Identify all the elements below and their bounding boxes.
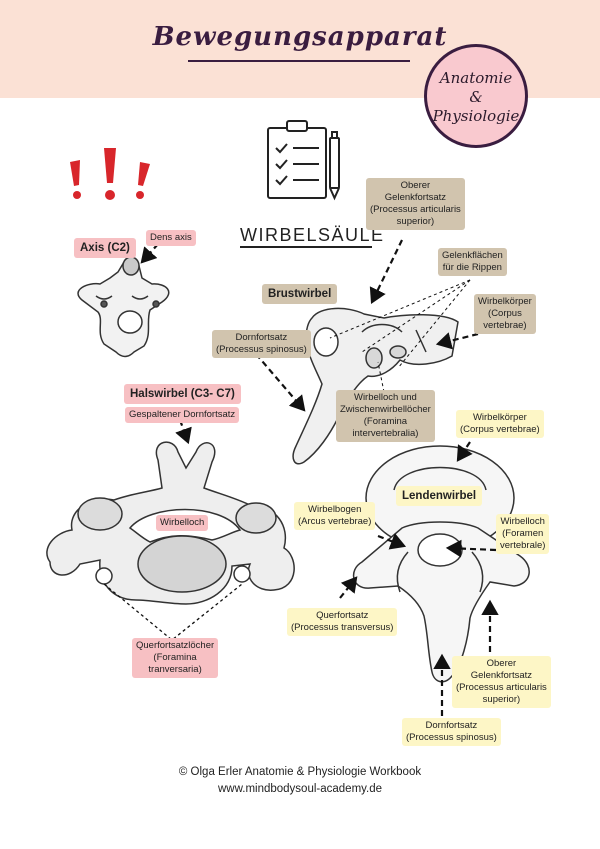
footer-copyright: © Olga Erler Anatomie & Physiologie Work…: [178, 766, 422, 778]
label-wirbelkoerper-brust: Wirbelkörper (Corpus vertebrae): [474, 294, 536, 334]
label-wirbelloch-hals: Wirbelloch: [156, 515, 209, 531]
lendenwirbel-title: Lendenwirbel: [396, 486, 483, 506]
page-title: Bewegungsapparat: [152, 22, 448, 52]
brustwirbel-drawing: [292, 307, 459, 465]
brustwirbel-title: Brustwirbel: [262, 284, 338, 304]
axis-title: Axis (C2): [74, 238, 136, 258]
section-title: WIRBELSÄULE: [240, 225, 385, 245]
label-oberer-gelenkfortsatz-lenden: Oberer Gelenkfortsatz (Processus articul…: [452, 656, 551, 708]
label-querfortsatzloecher: Querfortsatzlöcher (Foramina tranversari…: [132, 638, 219, 678]
lendenwirbel-drawing: [352, 445, 530, 683]
label-wirbelbogen: Wirbelbogen (Arcus vertebrae): [294, 502, 376, 530]
label-gespaltener-dornfortsatz: Gespaltener Dornfortsatz: [125, 407, 240, 423]
checklist-icon: [267, 120, 327, 199]
label-dornfortsatz-brust: Dornfortsatz (Processus spinosus): [212, 330, 311, 358]
label-wirbelloch-lenden: Wirbelloch (Foramen vertebrale): [496, 514, 550, 554]
pen-icon: [329, 131, 340, 201]
exclamation-icon: [70, 148, 150, 200]
section-title-underline: [240, 246, 372, 248]
label-dornfortsatz-lenden: Dornfortsatz (Processus spinosus): [402, 718, 501, 746]
halswirbel-title: Halswirbel (C3- C7): [124, 384, 241, 404]
label-dens-axis: Dens axis: [146, 230, 196, 246]
label-querfortsatz-lenden: Querfortsatz (Processus transversus): [287, 608, 398, 636]
footer-website[interactable]: www.mindbodysoul-academy.de: [217, 783, 383, 795]
badge-line-1: Anatomie: [439, 69, 513, 87]
title-underline: [188, 60, 410, 62]
badge-line-2: &: [469, 88, 483, 106]
label-gelenkflaechen-rippen: Gelenkflächen für die Rippen: [438, 248, 507, 276]
annotation-arrows: [140, 239, 499, 716]
subject-badge: Anatomie & Physiologie: [424, 44, 528, 148]
label-wirbelloch-zwischenwirbel: Wirbelloch und Zwischenwirbellöcher (For…: [336, 390, 435, 442]
axis-vertebra-drawing: [77, 256, 170, 358]
label-oberer-gelenkfortsatz-brust: Oberer Gelenkfortsatz (Processus articul…: [366, 178, 465, 230]
badge-line-3: Physiologie: [432, 107, 520, 125]
label-wirbelkoerper-lenden: Wirbelkörper (Corpus vertebrae): [456, 410, 544, 438]
thin-leader-lines: [329, 279, 471, 393]
